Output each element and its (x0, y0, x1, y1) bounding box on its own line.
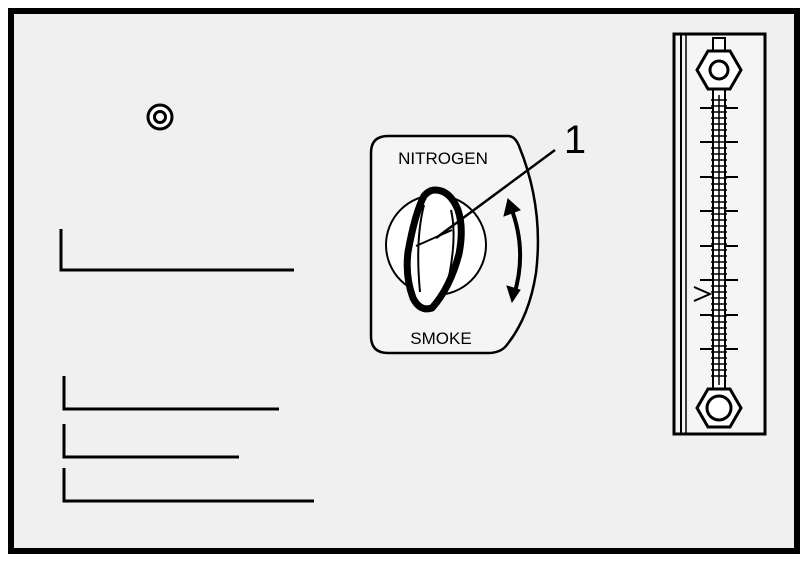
screw-icon (146, 103, 174, 131)
label-bracket-1 (59, 229, 294, 272)
selector-top-label: NITROGEN (398, 149, 488, 168)
label-bracket-2 (62, 376, 279, 411)
callout-leader (435, 148, 556, 240)
gauge-pointer (693, 286, 713, 302)
hex-nut-icon (695, 49, 743, 91)
label-bracket-3 (62, 424, 239, 459)
hex-nut-icon (695, 387, 743, 429)
label-bracket-4 (62, 468, 314, 503)
gauge-spring (711, 99, 727, 377)
callout-number: 1 (564, 118, 586, 162)
selector-bottom-label: SMOKE (410, 329, 471, 348)
rotation-arrow-icon (503, 198, 523, 304)
flowmeter-gauge (672, 32, 767, 436)
